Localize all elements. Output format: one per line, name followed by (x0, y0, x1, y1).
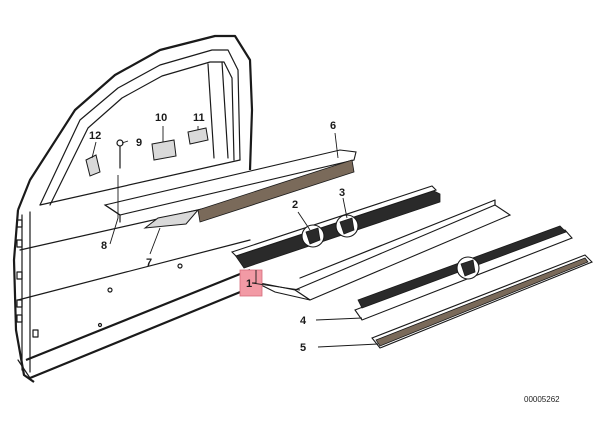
leader-lines (91, 126, 379, 348)
small-parts (85, 127, 209, 177)
callout-7: 7 (146, 257, 152, 269)
part-5-lower-molding (371, 254, 593, 349)
highlight-box-part-1 (239, 269, 263, 297)
callout-8: 8 (101, 240, 107, 252)
callout-4: 4 (300, 315, 307, 327)
detail-circles (301, 214, 480, 280)
callout-10: 10 (155, 112, 167, 124)
callout-2: 2 (292, 199, 298, 211)
drawing-number: 00005262 (524, 395, 560, 404)
callout-labels: 1 2 3 4 5 6 7 8 9 10 11 12 (89, 112, 345, 354)
callout-12: 12 (89, 130, 101, 142)
callout-1: 1 (246, 278, 252, 290)
callout-3: 3 (339, 187, 345, 199)
part-1-sill-cover (254, 199, 512, 301)
door-shell (12, 34, 254, 383)
callout-11: 11 (193, 112, 205, 124)
callout-9: 9 (136, 137, 142, 149)
callout-5: 5 (300, 342, 306, 354)
part-7-trim (143, 209, 200, 229)
callout-6: 6 (330, 120, 336, 132)
part-6-window-seal (103, 149, 357, 223)
